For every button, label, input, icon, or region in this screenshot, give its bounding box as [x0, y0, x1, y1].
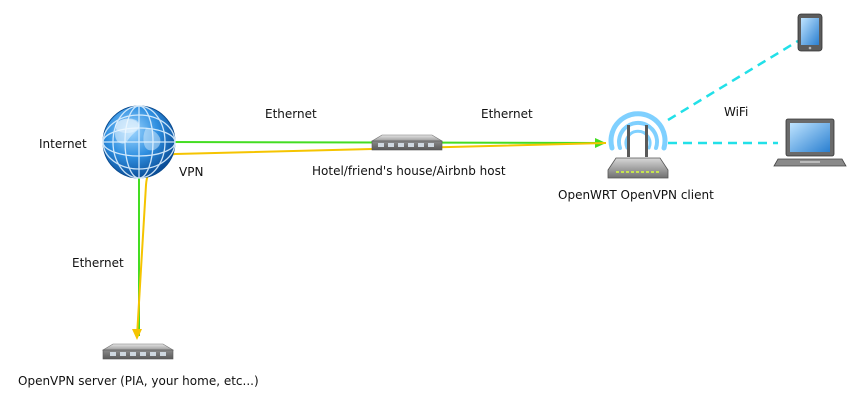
vpn-arrowhead-server — [132, 329, 142, 340]
hotel-host-label: Hotel/friend's house/Airbnb host — [312, 164, 506, 178]
ethernet-label-right: Ethernet — [481, 107, 533, 121]
network-switch-icon — [370, 134, 444, 151]
globe-icon — [102, 105, 176, 179]
wifi-link-phone — [667, 39, 799, 122]
ethernet-label-left: Ethernet — [265, 107, 317, 121]
wireless-router-icon — [607, 111, 669, 179]
openvpn-server-label: OpenVPN server (PIA, your home, etc...) — [18, 374, 259, 388]
wifi-label: WiFi — [724, 105, 749, 119]
vpn-label: VPN — [179, 165, 204, 179]
internet-label: Internet — [39, 137, 87, 151]
laptop-icon — [773, 118, 847, 167]
network-switch-icon — [101, 343, 175, 360]
ethernet-label-vertical: Ethernet — [72, 256, 124, 270]
smartphone-icon — [797, 13, 823, 52]
openwrt-client-label: OpenWRT OpenVPN client — [558, 188, 714, 202]
